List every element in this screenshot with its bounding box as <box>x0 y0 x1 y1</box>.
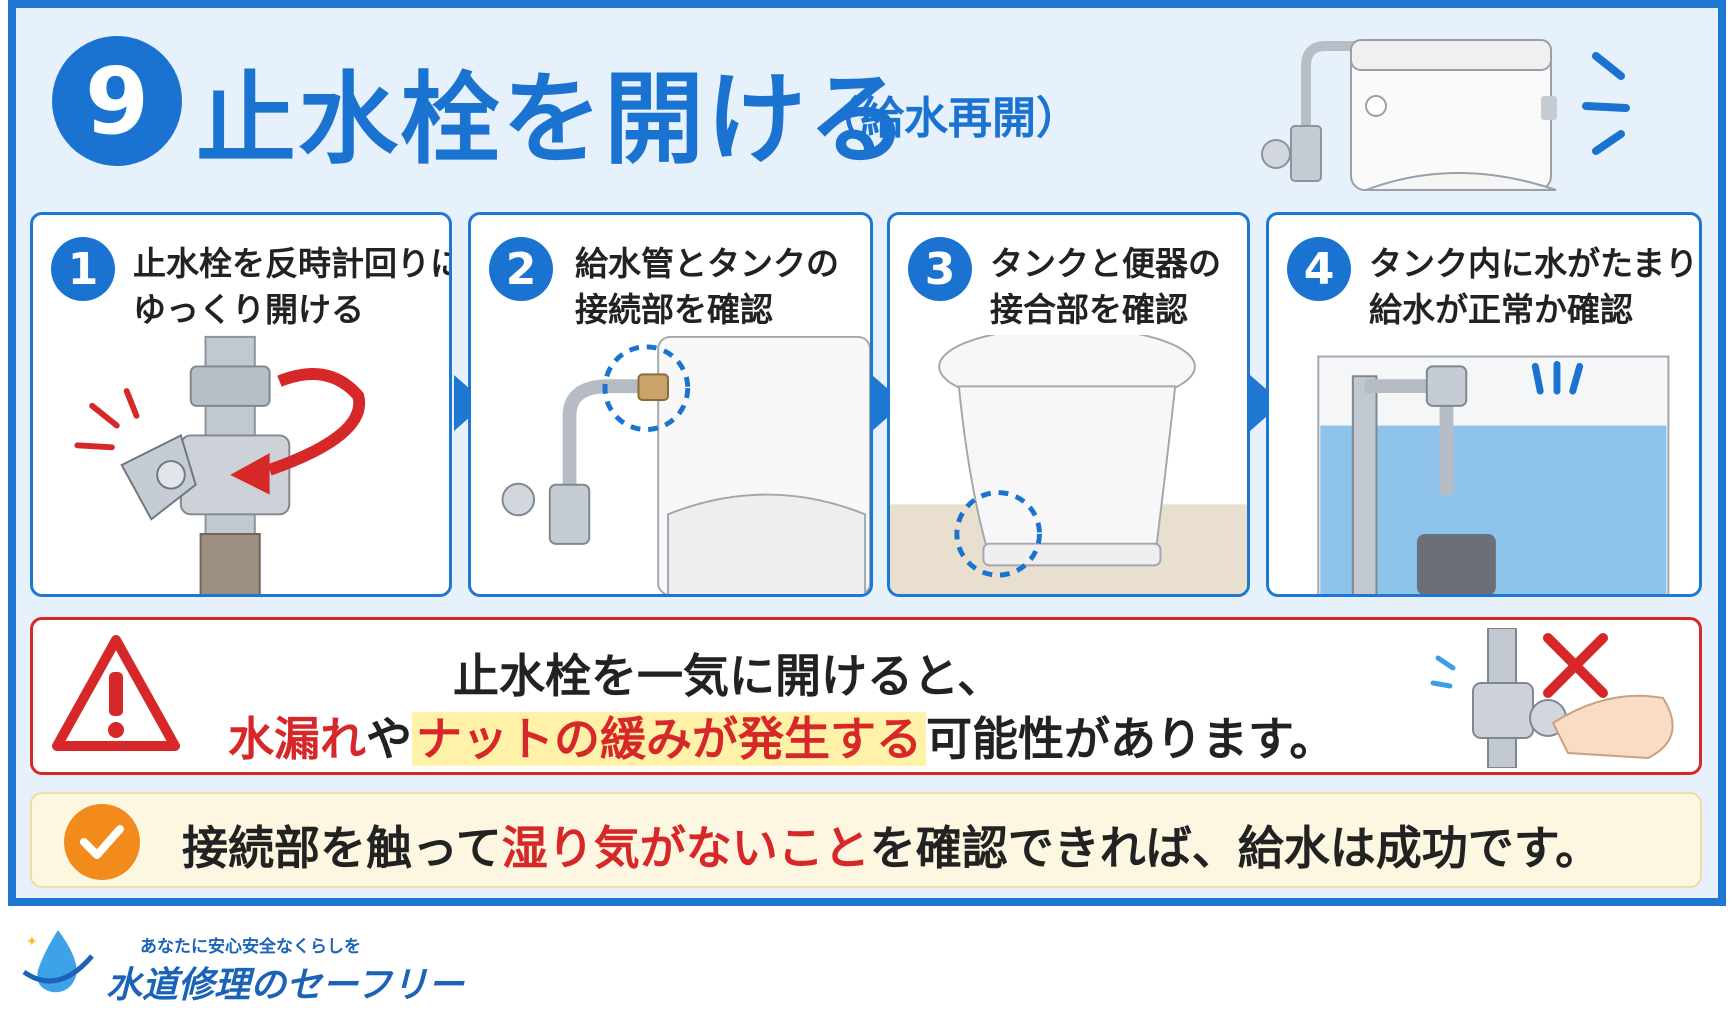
step-instruction: 止水栓を反時計回りに ゆっくり開ける <box>133 241 452 333</box>
counterclockwise-arrow-icon <box>267 368 366 476</box>
supply-pipe-connection-illustration <box>501 335 870 594</box>
motion-line <box>1592 130 1625 155</box>
step-number: 2 <box>505 243 537 295</box>
step-card-4: 4 タンク内に水がたまり 給水が正常か確認 <box>1266 212 1702 597</box>
step-number-badge: 3 <box>908 237 972 301</box>
step-card-2: 2 給水管とタンクの 接続部を確認 <box>468 212 873 597</box>
toilet-base-illustration <box>890 335 1247 594</box>
step-text-line: 接合部を確認 <box>990 290 1188 329</box>
step-number: 4 <box>1303 243 1335 295</box>
step-text-line: 止水栓を反時計回りに <box>133 244 452 283</box>
step-number-badge: 4 <box>1287 237 1351 301</box>
water-drop-logo-icon: ✦ <box>22 930 94 993</box>
step-number-badge: 1 <box>51 237 115 301</box>
warning-text-line1: 止水栓を一気に開けると、 <box>453 649 1004 703</box>
warning-emphasis: 水漏れ <box>228 712 366 766</box>
warning-text-line2: 水漏れやナットの緩みが発生する可能性があります。 <box>228 703 1335 769</box>
warning-text: や <box>366 712 412 766</box>
motion-line <box>1592 52 1625 80</box>
success-emphasis: 湿り気がないこと <box>501 821 870 875</box>
success-text: 接続部を触って湿り気がないことを確認できれば、給水は成功です。 <box>182 812 1601 878</box>
step-text-line: ゆっくり開ける <box>133 290 364 329</box>
logo-tagline: あなたに安心安全なくらしを <box>140 937 361 957</box>
warning-box: 止水栓を一気に開けると、 水漏れやナットの緩みが発生する可能性があります。 <box>30 617 1702 775</box>
step-text-line: 接続部を確認 <box>575 290 773 329</box>
step-text-line: 給水管とタンクの <box>575 244 839 283</box>
page-title: 止水栓を開ける <box>196 61 910 178</box>
valve-wrong-turn-illustration <box>1430 628 1674 768</box>
step-instruction: タンク内に水がたまり 給水が正常か確認 <box>1369 241 1698 333</box>
section-number-badge: 9 <box>52 36 182 166</box>
success-text-part: を確認できれば、給水は成功です。 <box>869 821 1602 875</box>
toilet-tank-illustration <box>1261 39 1630 191</box>
checkmark-icon <box>64 804 140 880</box>
brand-logo: ✦ あなたに安心安全なくらしを 水道修理のセーフリー <box>18 922 464 1006</box>
check-point-circle <box>954 490 1042 578</box>
step-text-line: タンク内に水がたまり <box>1369 244 1699 283</box>
step-number-badge: 2 <box>489 237 553 301</box>
valve-turn-illustration <box>74 335 366 594</box>
step-text-line: タンクと便器の <box>990 244 1221 283</box>
hand-icon <box>1551 694 1674 760</box>
step-number: 1 <box>67 243 99 295</box>
page-subtitle: （給水再開） <box>816 93 1080 144</box>
warning-text: 可能性があります。 <box>926 712 1336 766</box>
warning-triangle-icon <box>52 635 180 751</box>
logo-name: 水道修理のセーフリー <box>106 965 464 1006</box>
step-text-line: 給水が正常か確認 <box>1369 290 1633 329</box>
step-card-3: 3 タンクと便器の 接合部を確認 <box>887 212 1250 597</box>
section-number: 9 <box>84 47 149 155</box>
success-text-part: 接続部を触って <box>182 821 502 875</box>
success-box: 接続部を触って湿り気がないことを確認できれば、給水は成功です。 <box>30 792 1702 888</box>
motion-line <box>1582 102 1630 112</box>
step-card-1: 1 止水栓を反時計回りに ゆっくり開ける <box>30 212 452 597</box>
step-number: 3 <box>924 243 956 295</box>
step-instruction: タンクと便器の 接合部を確認 <box>990 241 1221 333</box>
svg-text:✦: ✦ <box>26 934 38 950</box>
warning-emphasis-highlight: ナットの緩みが発生する <box>412 712 926 766</box>
step-instruction: 給水管とタンクの 接続部を確認 <box>575 241 839 333</box>
tank-water-filling-illustration <box>1317 355 1670 594</box>
check-point-circle <box>602 344 691 433</box>
